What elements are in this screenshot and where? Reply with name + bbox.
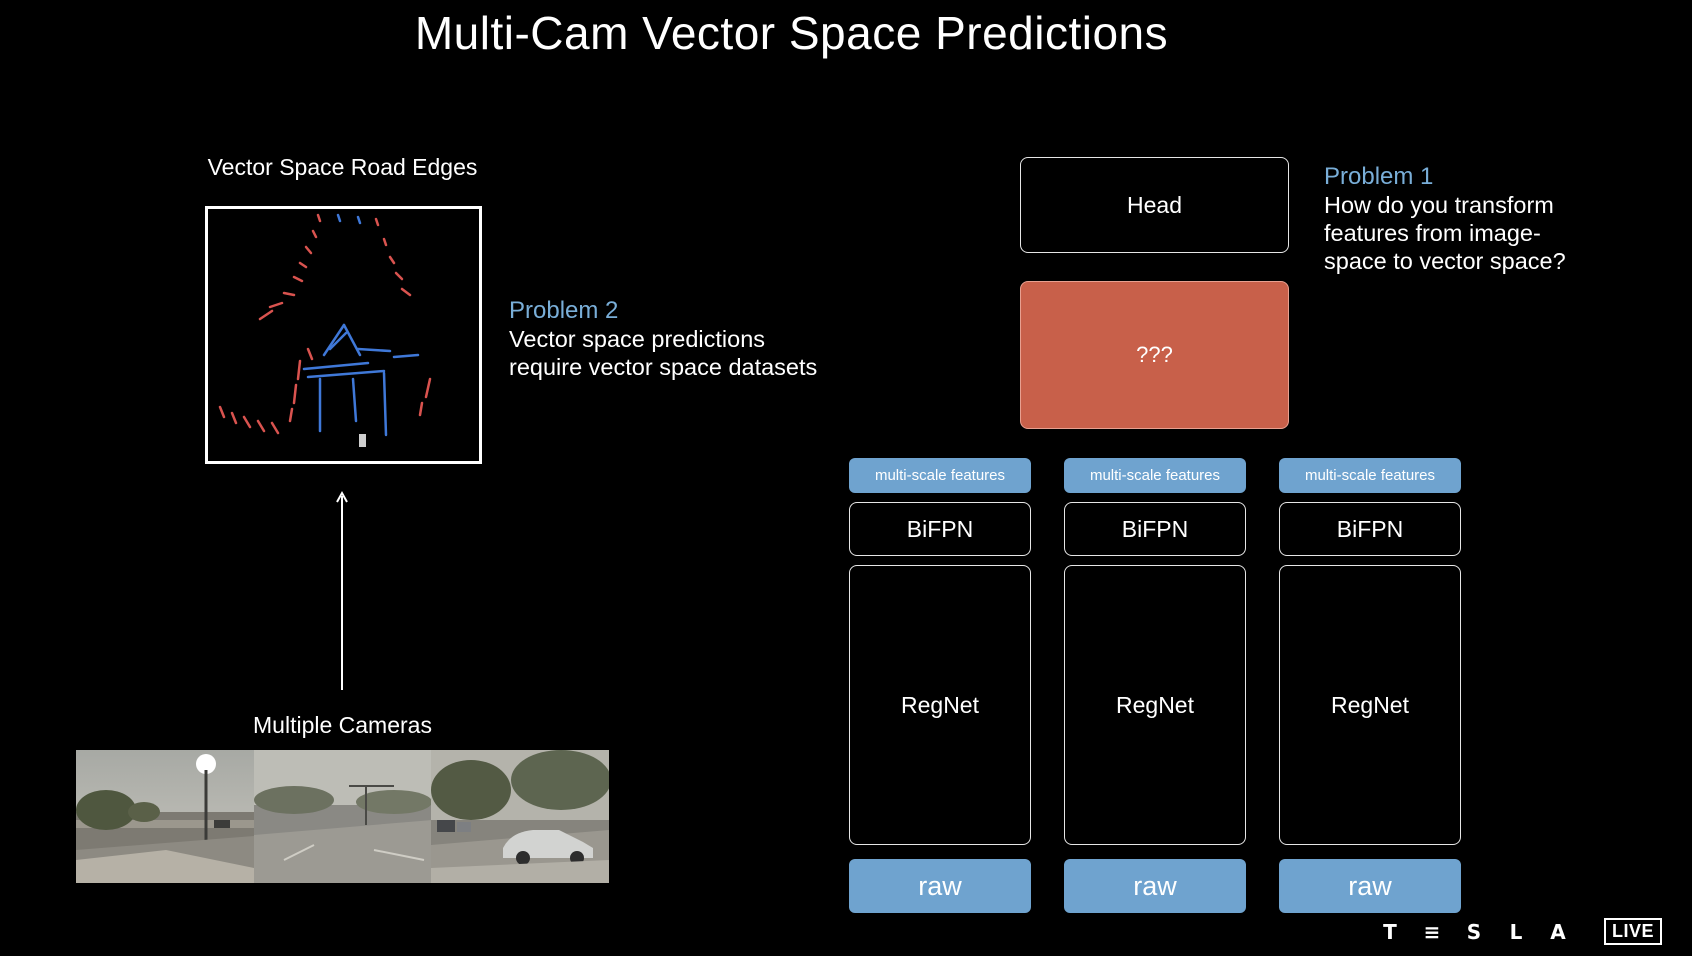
multi-scale-features-chip: multi-scale features <box>1279 458 1461 493</box>
head-block: Head <box>1020 157 1289 253</box>
problem-1-heading: Problem 1 <box>1324 163 1434 190</box>
live-badge: LIVE <box>1603 918 1662 945</box>
bifpn-block: BiFPN <box>1064 502 1246 556</box>
footer-branding: T ≡ S L A LIVE <box>1378 918 1662 945</box>
regnet-block: RegNet <box>1064 565 1246 845</box>
tesla-logo-letter: S <box>1466 919 1482 944</box>
tesla-logo-letter: T <box>1383 919 1397 944</box>
camera-image-right <box>431 750 610 883</box>
problem-1-line-3: space to vector space? <box>1324 248 1566 274</box>
problem-1-line-1: How do you transform <box>1324 192 1554 218</box>
vector-space-label: Vector Space Road Edges <box>207 154 478 180</box>
multi-scale-features-chip: multi-scale features <box>849 458 1031 493</box>
problem-1-text: Problem 1 How do you transform features … <box>1324 163 1566 275</box>
raw-input-block: raw <box>1064 859 1246 913</box>
bifpn-block: BiFPN <box>1279 502 1461 556</box>
tesla-logo-letter: L <box>1509 919 1523 944</box>
camera-image-center <box>253 750 432 883</box>
up-arrow-icon <box>336 490 348 690</box>
regnet-block: RegNet <box>849 565 1031 845</box>
problem-2-heading: Problem 2 <box>509 297 619 324</box>
bifpn-block: BiFPN <box>849 502 1031 556</box>
camera-image-left <box>76 750 254 883</box>
problem-2-line-2: require vector space datasets <box>509 354 818 380</box>
unknown-transform-block: ??? <box>1020 281 1289 429</box>
problem-1-line-2: features from image- <box>1324 220 1541 246</box>
multi-scale-features-chip: multi-scale features <box>1064 458 1246 493</box>
road-edges-illustration <box>218 213 432 447</box>
vector-space-road-edges-view <box>205 206 482 464</box>
problem-2-text: Problem 2 Vector space predictions requi… <box>509 297 817 381</box>
tesla-logo-letter: ≡ <box>1423 919 1441 944</box>
tesla-logo-letter: A <box>1550 919 1566 944</box>
camera-strip <box>76 750 610 883</box>
problem-2-line-1: Vector space predictions <box>509 326 766 352</box>
raw-input-block: raw <box>849 859 1031 913</box>
slide-title: Multi-Cam Vector Space Predictions <box>414 7 1169 59</box>
multiple-cameras-label: Multiple Cameras <box>253 712 432 738</box>
raw-input-block: raw <box>1279 859 1461 913</box>
regnet-block: RegNet <box>1279 565 1461 845</box>
